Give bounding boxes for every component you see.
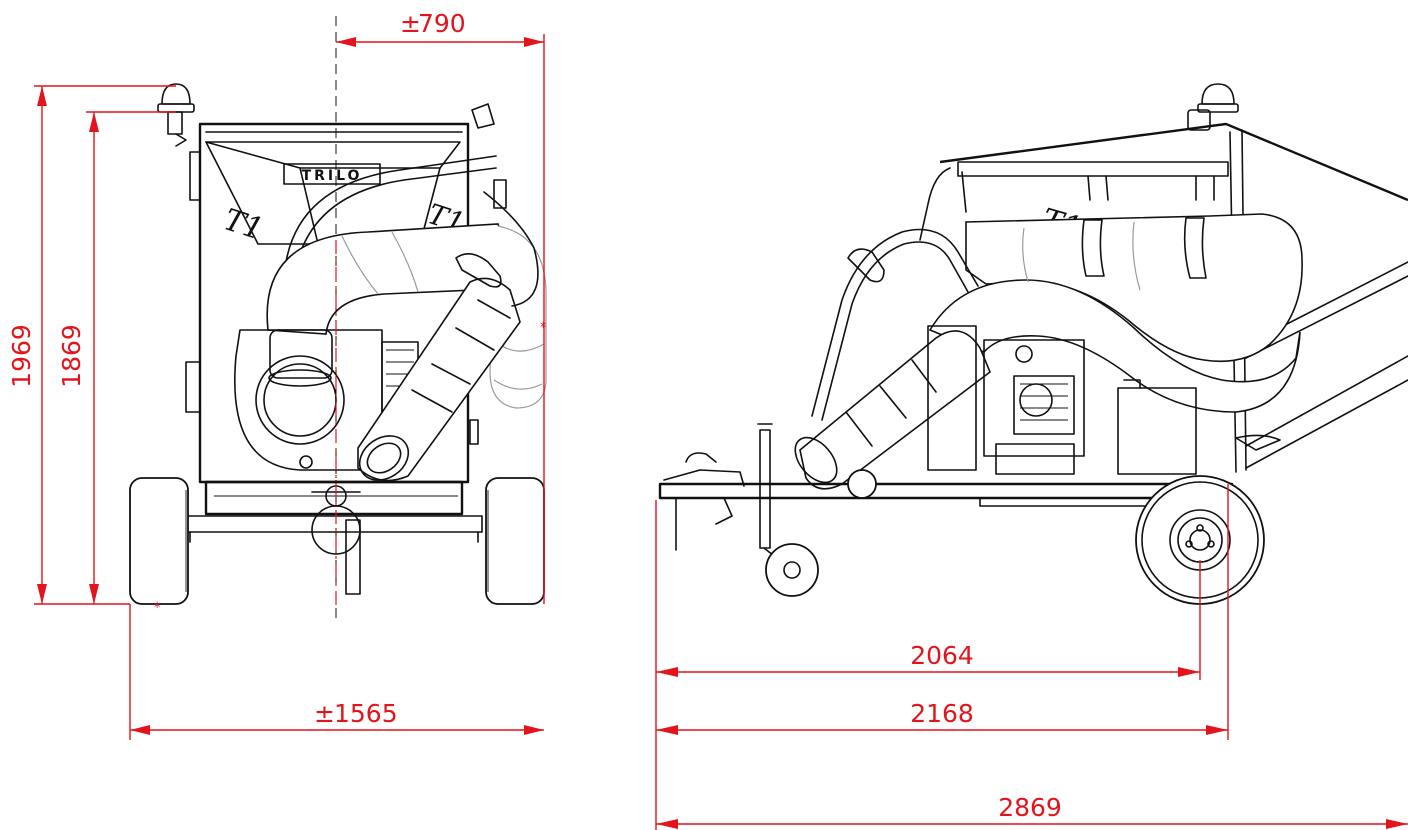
dim-length-to-wheel: 2168 [910,699,974,728]
jockey-wheel [757,423,819,597]
side-dimensions: 2064 2168 2869 [655,484,1408,830]
suction-hose [357,277,521,482]
dim-overall-width-prefix: ± [314,699,335,728]
front-view: TRILO T1 T1 [129,16,547,624]
side-hose [928,213,1303,413]
brand-logo-text: TRILO [302,168,363,184]
beacon-icon [157,83,195,147]
front-dimensions: ± 790 ± 1565 * * 1969 1869 [7,9,546,740]
dim-overall-length: 2869 [998,793,1062,822]
dim-overall-width: 1565 [334,699,398,728]
svg-text:*: * [154,600,160,616]
dim-body-height: 1869 [57,324,86,388]
hood-mark-left: T1 [220,202,268,247]
side-view: T1 [658,83,1408,605]
tow-hitch [663,452,745,487]
dim-total-height: 1969 [7,324,36,388]
dim-half-width: 790 [418,9,466,38]
side-suction-hose [794,330,991,490]
left-wheel [129,477,189,605]
dim-half-width-prefix: ± [400,9,421,38]
dim-length-to-axle: 2064 [910,641,974,670]
side-beacon-icon [1187,83,1239,131]
engine [983,339,1085,475]
svg-text:*: * [540,320,546,336]
right-wheel [485,477,545,605]
